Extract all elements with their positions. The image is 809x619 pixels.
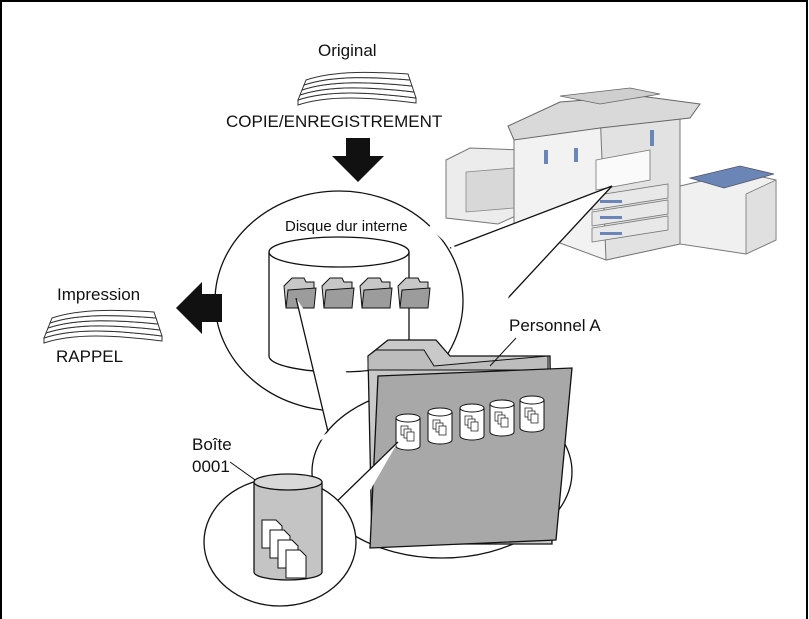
personnel-leader-line (489, 337, 517, 367)
printer-image (445, 87, 777, 261)
cylinder-icon (427, 407, 453, 445)
cylinder-icon (459, 403, 485, 441)
label-personnel: Personnel A (509, 316, 601, 335)
label-recall: RAPPEL (56, 347, 123, 366)
label-print: Impression (57, 285, 140, 304)
folder-icon (283, 277, 317, 309)
label-original: Original (318, 41, 377, 60)
folder-icon (321, 277, 355, 309)
box-leader-line (229, 461, 259, 483)
folder-icon (359, 277, 393, 309)
hdd-callout-pointer (449, 185, 613, 299)
label-box-line2: 0001 (192, 457, 230, 476)
paper-stack-icon (43, 309, 163, 344)
cylinder-icon (519, 395, 545, 433)
down-arrow-icon (332, 138, 384, 182)
cylinder-icon (489, 399, 515, 437)
paper-stack-icon (297, 71, 417, 106)
label-hdd: Disque dur interne (285, 218, 408, 235)
label-box-line1: Boîte (192, 435, 232, 454)
folder-icon (397, 277, 431, 309)
left-arrow-icon (176, 282, 222, 334)
cylinder-icon (395, 413, 421, 451)
label-copy-store: COPIE/ENREGISTREMENT (226, 112, 442, 131)
document-icon (261, 519, 307, 579)
